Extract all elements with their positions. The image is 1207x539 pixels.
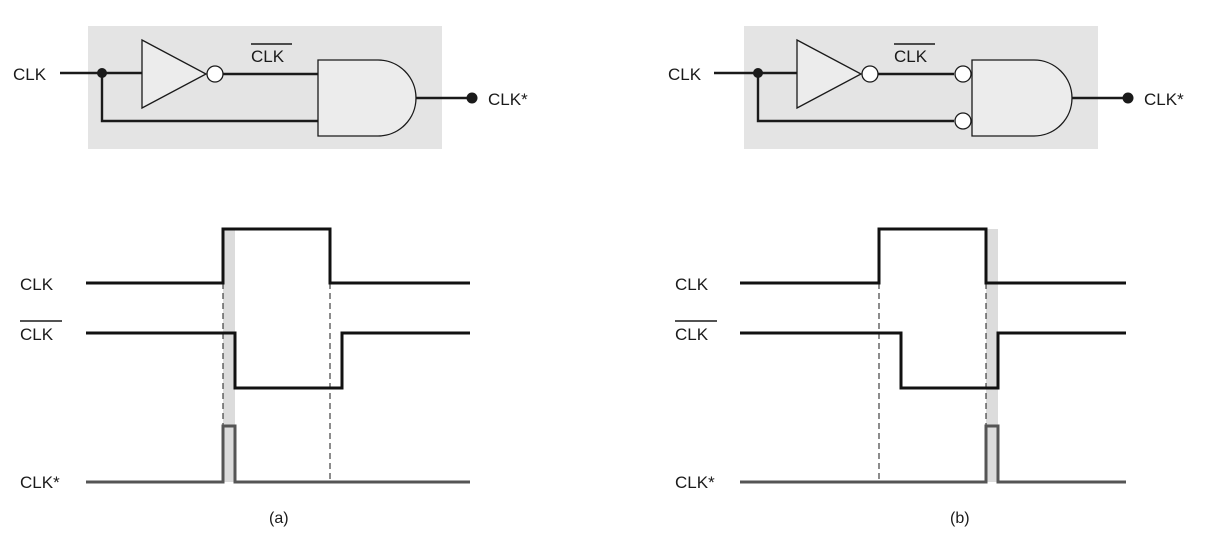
timing-a-clk-trace — [86, 227, 470, 285]
circuit-b-output-label: CLK* — [1144, 90, 1184, 109]
timing-a-clkbar-trace — [86, 331, 470, 390]
timing-b-clk-trace — [740, 227, 1126, 285]
timing-a-output-label: CLK* — [20, 473, 60, 492]
timing-b-clkbar-label: CLK — [675, 325, 709, 344]
timing-b-delay-shading — [986, 229, 998, 482]
circuit-a: CLK CLK CLK* — [13, 26, 528, 149]
timing-a-clk-label: CLK — [20, 275, 54, 294]
circuit-b: CLK CLK CLK* — [668, 26, 1184, 149]
circuit-a-inverter — [141, 38, 208, 110]
circuit-b-inverter — [796, 38, 863, 110]
timing-b-output-label: CLK* — [675, 473, 715, 492]
circuit-a-and-gate — [317, 59, 417, 137]
circuit-b-input-bubble-top — [954, 65, 972, 83]
timing-a-delay-shading — [223, 229, 235, 482]
circuit-a-input-label: CLK — [13, 65, 47, 84]
circuit-b-input-label: CLK — [668, 65, 702, 84]
timing-a: CLK CLK CLK* (a) — [20, 227, 470, 527]
circuit-a-inverted-label: CLK — [251, 47, 285, 66]
circuit-a-bypass-wire — [100, 73, 318, 123]
circuit-a-output-label: CLK* — [488, 90, 528, 109]
circuit-b-bypass-wire — [756, 73, 954, 123]
timing-b-clk-label: CLK — [675, 275, 709, 294]
timing-b-output-trace — [740, 424, 1126, 484]
circuit-a-output-dot — [466, 92, 478, 104]
circuit-b-and-gate — [971, 59, 1073, 137]
caption-a: (a) — [269, 510, 289, 527]
timing-a-output-trace — [86, 424, 470, 484]
timing-a-clkbar-label: CLK — [20, 325, 54, 344]
timing-b-clkbar-trace — [740, 331, 1126, 390]
caption-b: (b) — [950, 510, 970, 527]
circuit-b-input-bubble-bottom — [954, 112, 972, 130]
circuit-b-output-dot — [1122, 92, 1134, 104]
circuit-b-inverter-bubble — [861, 65, 879, 83]
timing-b: CLK CLK CLK* (b) — [675, 227, 1126, 527]
circuit-a-inverter-bubble — [206, 65, 224, 83]
circuit-b-inverted-label: CLK — [894, 47, 928, 66]
